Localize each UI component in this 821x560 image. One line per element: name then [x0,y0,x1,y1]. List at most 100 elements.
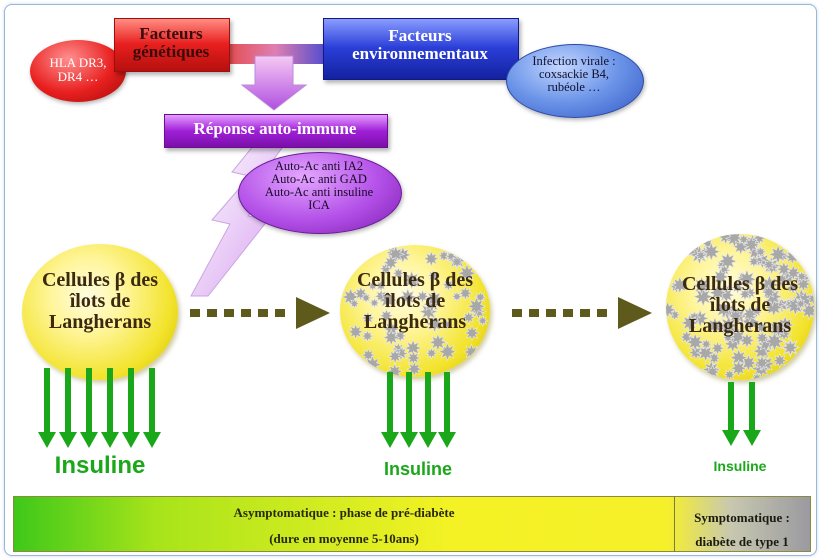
insulin-arrow-shaft [149,368,155,434]
damage-spot [680,313,700,333]
damage-spot [368,296,381,309]
damage-spot [775,260,793,278]
damage-spot [366,279,379,292]
cell-damage-spots [340,245,489,377]
damage-spot [767,244,789,265]
insulin-arrow-shaft [444,372,450,434]
damage-spot [441,277,456,292]
damage-spot [704,364,721,380]
damage-spot [747,254,761,269]
damage-spot [348,297,361,310]
damage-spot [401,270,422,290]
damage-spot [705,316,725,336]
insulin-arrow-shaft [86,368,92,434]
damage-spot [415,289,430,304]
damage-spot [362,354,383,375]
beta-cell-stage-2: Cellules β des îlots de Langherans [340,245,490,377]
damage-spot [727,307,744,325]
damage-spot [461,310,476,325]
damage-spot [717,234,735,246]
antibody-item: Auto-Ac anti IA2 [274,159,364,173]
damage-spot [679,329,695,345]
antibody-item: Auto-Ac anti GAD [271,172,367,187]
environmental-examples-ellipse [506,44,644,118]
damage-spot [403,338,423,358]
beta-cell-stage-2-label: Cellules β des îlots de Langherans [356,269,474,333]
insulin-arrow-shaft [107,368,113,434]
beta-cell-stage-3: Cellules β des îlots de Langherans [666,234,814,380]
damage-spot [670,275,690,295]
damage-spot [687,344,705,361]
damage-spot [729,359,748,378]
damage-spot [456,263,477,284]
insulin-arrow-shaft [406,372,412,434]
genetic-factors-box [114,18,230,72]
environmental-factors-title: Facteurs environnementaux [352,26,488,63]
damage-spot [760,284,777,301]
antibodies-ellipse [238,152,402,234]
insulin-arrow-head [143,432,161,448]
progression-arrow-1 [190,297,330,329]
timeline-phase-symptomatic: Symptomatique : diabète de type 1 [694,510,790,549]
damage-spot [360,329,375,343]
damage-spot [738,287,752,302]
damage-spot [771,352,788,369]
damage-spot [405,350,422,366]
genetic-factors-title: Facteurs génétiques [132,24,210,61]
damage-spot [425,314,445,334]
insulin-arrow-head [743,430,761,446]
insulin-arrow-shaft [728,382,734,432]
damage-spot [385,362,404,377]
autoimmune-response-title: Réponse auto-immune [193,119,357,138]
insulin-label-stage-1: Insuline [54,452,146,479]
beta-cell-stage-1: Cellules β des îlots de Langherans [22,244,178,380]
insulin-arrow-head [59,432,77,448]
beta-cell-stage-3-label: Cellules β des îlots de Langherans [681,273,799,337]
damage-spot [391,266,406,280]
damage-spot [360,291,373,304]
damage-spot [424,289,444,309]
damage-spot [685,332,705,352]
damage-spot [750,371,764,380]
damage-spot [701,241,722,262]
damage-spot [347,323,365,341]
damage-spot [382,254,400,271]
damage-spot [708,283,728,302]
damage-spot [378,290,398,310]
insulin-arrows-stage-3 [722,382,761,446]
genetic-examples-ellipse [30,40,126,102]
insulin-arrow-head [722,430,740,446]
insulin-arrow-head [419,432,437,448]
antibody-item: Auto-Ac anti insuline [264,185,374,200]
beta-cell-stage-1-label: Cellules β des îlots de Langherans [41,269,159,333]
damage-spot [737,234,751,246]
insulin-arrows-stage-2 [381,372,456,448]
damage-spot [721,331,735,344]
damage-spot [437,249,451,263]
damage-spot [666,300,677,319]
insulin-arrow-shaft [425,372,431,434]
damage-spot [427,269,440,282]
damage-spot [794,297,807,310]
down-arrow-to-autoimmune [240,55,308,111]
factors-connector-bar [210,44,340,64]
damage-spot [462,343,481,361]
damage-spot [754,319,770,336]
damage-spot [387,348,403,365]
insulin-arrows-stage-1 [38,368,161,448]
insulin-arrow-shaft [128,368,134,434]
antibody-item: ICA [308,198,330,213]
genetic-examples-text: HLA DR3, DR4 … [49,55,107,84]
environmental-examples-text: Infection virale : coxsackie B4, rubéole… [532,54,616,95]
environmental-factors-box [323,18,519,80]
damage-spot [463,324,481,342]
damage-spot [717,251,738,272]
progression-arrow-2 [512,297,652,329]
damage-spot [691,275,712,296]
insulin-arrow-head [122,432,140,448]
damage-spot [466,296,487,317]
damage-spot [360,310,376,326]
timeline-divider [674,496,675,552]
insulin-arrow-shaft [44,368,50,434]
